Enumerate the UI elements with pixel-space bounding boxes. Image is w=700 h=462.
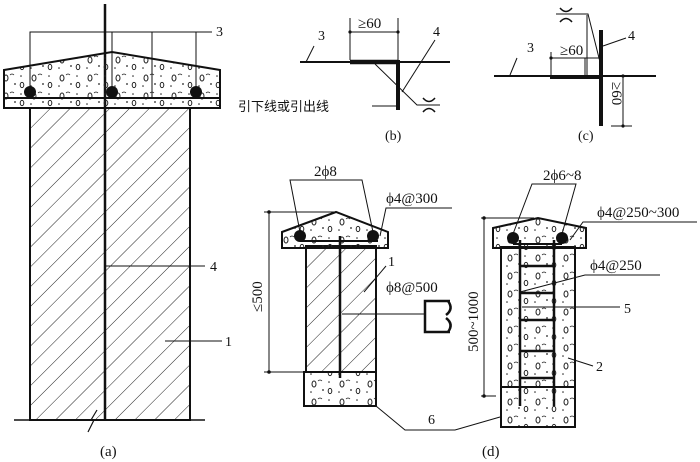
brick-wall (29, 107, 191, 421)
weld-symbol (422, 97, 436, 113)
rebar-dot (556, 232, 568, 244)
leader-stirrup (379, 207, 452, 237)
concrete-column (500, 246, 576, 388)
foundation-block (500, 386, 576, 428)
leader-3 (305, 45, 315, 63)
label-stirrup-cap: ϕ4@250~300 (597, 205, 679, 221)
leader-6 (375, 405, 501, 431)
rebar-dot (294, 230, 306, 242)
leader-main-bars (512, 183, 577, 235)
panel-c: ≥60 ≥60 3 4 (c) (494, 7, 656, 144)
leader-1 (363, 265, 387, 293)
anchor-hook-shape (423, 299, 452, 334)
label-stirrup-column: ϕ4@250 (590, 258, 642, 274)
caption-b: (b) (385, 129, 402, 144)
dim-500-1000: 500~1000 (466, 291, 482, 352)
label-6: 6 (428, 413, 435, 428)
label-2: 2 (596, 360, 603, 375)
rebar-dot (507, 232, 519, 244)
weld-leader (556, 13, 601, 63)
leader-stirrup-column (519, 274, 660, 293)
dim-ge60: ≥60 (358, 16, 381, 32)
caption-c: (c) (578, 129, 594, 144)
note-down-lead: 引下线或引出线 (238, 100, 329, 115)
label-main-bars: 2ϕ8 (314, 164, 337, 180)
wall-cap (281, 210, 389, 249)
leader-stirrup-cap (569, 221, 697, 241)
leader-main-bars (289, 179, 374, 233)
label-1: 1 (225, 335, 232, 350)
leader-4 (401, 39, 436, 93)
label-3: 3 (527, 41, 534, 56)
caption-a: (a) (100, 444, 117, 460)
label-anchor: ϕ8@500 (386, 280, 438, 296)
leader-4 (602, 37, 627, 47)
leader-2 (567, 357, 594, 367)
label-3: 3 (318, 29, 325, 44)
label-4: 4 (628, 29, 635, 44)
label-3: 3 (216, 25, 223, 40)
label-1: 1 (388, 255, 395, 270)
dim-ge60-vertical: ≥60 (608, 82, 624, 105)
panel-a: 3 4 1 (a) (3, 4, 232, 460)
dim-ge60-horizontal: ≥60 (560, 43, 583, 59)
label-4: 4 (210, 260, 217, 275)
weld-leader (374, 63, 440, 106)
panel-d-left: 2ϕ8 ϕ4@300 ≤500 1 ϕ8@500 (250, 164, 452, 407)
caption-d: (d) (482, 444, 500, 460)
label-stirrup: ϕ4@300 (386, 191, 438, 207)
weld-symbol (559, 7, 573, 23)
leader-3 (29, 31, 197, 92)
panel-b: ≥60 3 4 引下线或引出线 (b) (238, 16, 450, 144)
label-4: 4 (433, 25, 440, 40)
rebar-dot (367, 230, 379, 242)
dim-le500: ≤500 (250, 281, 266, 312)
break-mark (87, 409, 98, 433)
label-main-bars: 2ϕ6~8 (543, 168, 582, 184)
label-5: 5 (624, 302, 631, 317)
panel-d-right: 2ϕ6~8 ϕ4@250~300 ϕ4@250 5 2 500~1000 (466, 168, 697, 428)
leader-3 (509, 57, 518, 76)
